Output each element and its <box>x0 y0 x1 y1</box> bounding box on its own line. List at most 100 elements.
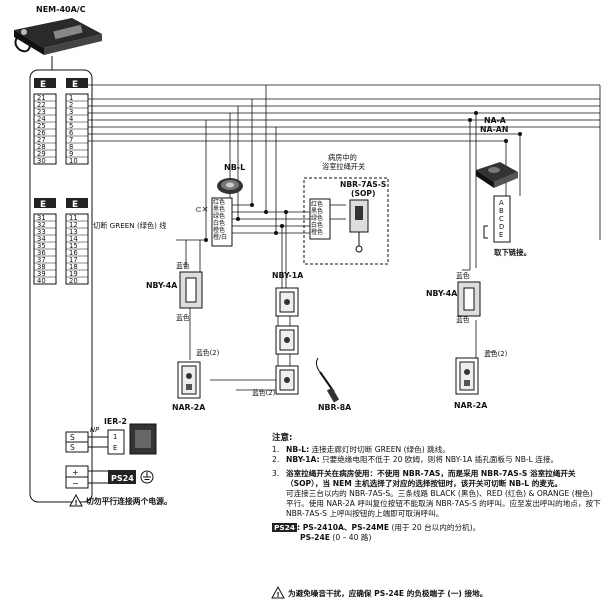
nby1a-panel-1 <box>275 287 299 317</box>
bus-lines <box>88 84 601 391</box>
room-switch-title-2: 浴室拉绳开关 <box>322 162 365 171</box>
na-station-illustration <box>476 162 518 188</box>
terminal-number: 7 <box>69 136 73 144</box>
terminal-number: 38 <box>37 263 46 271</box>
nbr8a-illustration <box>315 357 340 403</box>
cut-mark: ⊂✕ <box>195 205 208 214</box>
ier-terminal-block <box>107 429 125 455</box>
note-ps-tag: PS24 <box>272 522 298 532</box>
e-label: E <box>72 200 78 210</box>
note-ps-line2: PS-24E <box>300 532 330 542</box>
terminal-number: 34 <box>37 235 46 243</box>
terminal-number: 39 <box>37 270 46 278</box>
terminal-number: 31 <box>37 214 46 222</box>
nbl-model-label: NB-L <box>224 163 245 172</box>
terminal-number: 29 <box>37 150 46 158</box>
terminal-number: 35 <box>37 242 46 250</box>
terminal-number: 20 <box>69 277 78 285</box>
terminal-number: 16 <box>69 249 78 257</box>
terminal-number: 19 <box>69 270 78 278</box>
terminal-number: 26 <box>37 129 46 137</box>
terminal-number: 23 <box>37 108 46 116</box>
terminal-number: 13 <box>69 228 78 236</box>
warning-parallel-text: 切勿平行连接两个电源。 <box>86 496 172 506</box>
terminal-number: 27 <box>37 136 46 144</box>
note-1-text: 连接走廊灯时切断 GREEN (绿色) 跳线。 <box>309 445 450 455</box>
ier-model: IER-2 <box>104 417 127 426</box>
terminal-strips: 2122232425262728293012345678910313233343… <box>33 93 89 285</box>
warning-noise-text: 为避免噪音干扰，应确保 PS-24E 的负极端子 (一) 接地。 <box>288 588 487 598</box>
note-3: 3. 浴室拉绳开关在病房使用：不使用 NBR-7AS，而是采用 NBR-7AS-… <box>272 469 602 520</box>
e-header-left-a <box>34 78 56 88</box>
na-link-bracket <box>483 225 488 239</box>
terminal-number: 5 <box>69 122 73 130</box>
terminal-number: 17 <box>69 256 78 264</box>
terminal-number: 18 <box>69 263 78 271</box>
notes-heading: 注意: <box>272 433 293 443</box>
nbl-terminal-block <box>211 197 233 247</box>
nby4a-right-blue-top: 蓝色 <box>456 271 470 280</box>
e-header-left-b <box>34 198 56 208</box>
nby4a-left-model: NBY-4A <box>146 281 177 290</box>
ground-icon <box>140 470 154 484</box>
terminal-number: 40 <box>37 277 46 285</box>
na-remove-note: 取下链接。 <box>494 248 531 257</box>
terminal-number: 6 <box>69 129 73 137</box>
terminal-number: 24 <box>37 115 46 123</box>
nar2a-right-model: NAR-2A <box>454 401 487 410</box>
e-label: E <box>72 80 78 90</box>
na-terminal-letter: E <box>499 231 503 239</box>
terminal-number: 4 <box>69 115 73 123</box>
room-switch-wire-label: 黑色 <box>311 207 323 215</box>
warning-icon: ! <box>69 493 83 507</box>
na-model-2: NA-AN <box>480 125 508 134</box>
nem-model-label: NEM-40A/C <box>36 5 86 14</box>
nbl-wire-label: 红色 <box>213 198 225 206</box>
na-terminal-letter: A <box>499 199 504 207</box>
terminal-number: 33 <box>37 228 46 236</box>
terminal-number: 3 <box>69 108 73 116</box>
note-ps-line1-tail: (用于 20 台以内的分机)。 <box>391 522 481 532</box>
ps24-tag <box>108 470 136 484</box>
terminal-number: 21 <box>37 94 46 102</box>
nar2a-left-illustration <box>177 361 201 399</box>
room-switch-terminal-block <box>309 198 331 240</box>
nbl-wire-label: 橙色 <box>213 226 225 234</box>
nby1a-panel-3 <box>275 365 299 395</box>
note-2-text: 只要绝缘电阻不低于 20 欧姆，则将 NBY-1A 插孔面板与 NB-L 连接。 <box>319 455 559 465</box>
notes-section: 注意: 1. NB-L: 连接走廊灯时切断 GREEN (绿色) 跳线。 2. … <box>272 433 602 543</box>
note-1: 1. NB-L: 连接走廊灯时切断 GREEN (绿色) 跳线。 <box>272 445 602 455</box>
e-label: E <box>40 80 46 90</box>
na-terminal-block <box>493 195 511 243</box>
ier-terminal-1: 1 <box>113 433 117 441</box>
na-model-1: NA-A <box>484 116 506 125</box>
room-switch-sop: (SOP) <box>351 189 375 198</box>
nbl-wire-label: 黑色 <box>213 205 225 213</box>
room-switch-wire-label: 橙色 <box>311 228 323 236</box>
na-terminal-letter: B <box>499 207 504 215</box>
np-label: NP <box>90 426 100 434</box>
terminal-number: 1 <box>69 94 73 102</box>
nby4a-right-illustration <box>457 281 481 317</box>
plus-label: + <box>72 468 79 477</box>
terminal-number: 37 <box>37 256 46 264</box>
nar2a-left-model: NAR-2A <box>172 403 205 412</box>
terminal-number: 15 <box>69 242 78 250</box>
note-2-bold: NBY-1A: <box>286 455 320 465</box>
nbl-wire-label: 白色 <box>213 219 225 227</box>
na-terminal-letter: C <box>499 215 504 223</box>
terminal-number: 32 <box>37 221 46 229</box>
e-label: E <box>40 200 46 210</box>
nar2a-right-illustration <box>455 357 479 395</box>
ier-illustration <box>129 423 157 455</box>
room-switch-wire-label: 白色 <box>311 221 323 229</box>
nby4a-right-blue-bottom: 蓝色 <box>456 315 470 324</box>
svg-text:!: ! <box>75 499 78 507</box>
room-switch-title-1: 病房中的 <box>328 153 357 162</box>
room-switch-wire-label: 红色 <box>311 200 323 208</box>
e-header-right-b <box>66 198 88 208</box>
terminal-number: 9 <box>69 150 73 158</box>
